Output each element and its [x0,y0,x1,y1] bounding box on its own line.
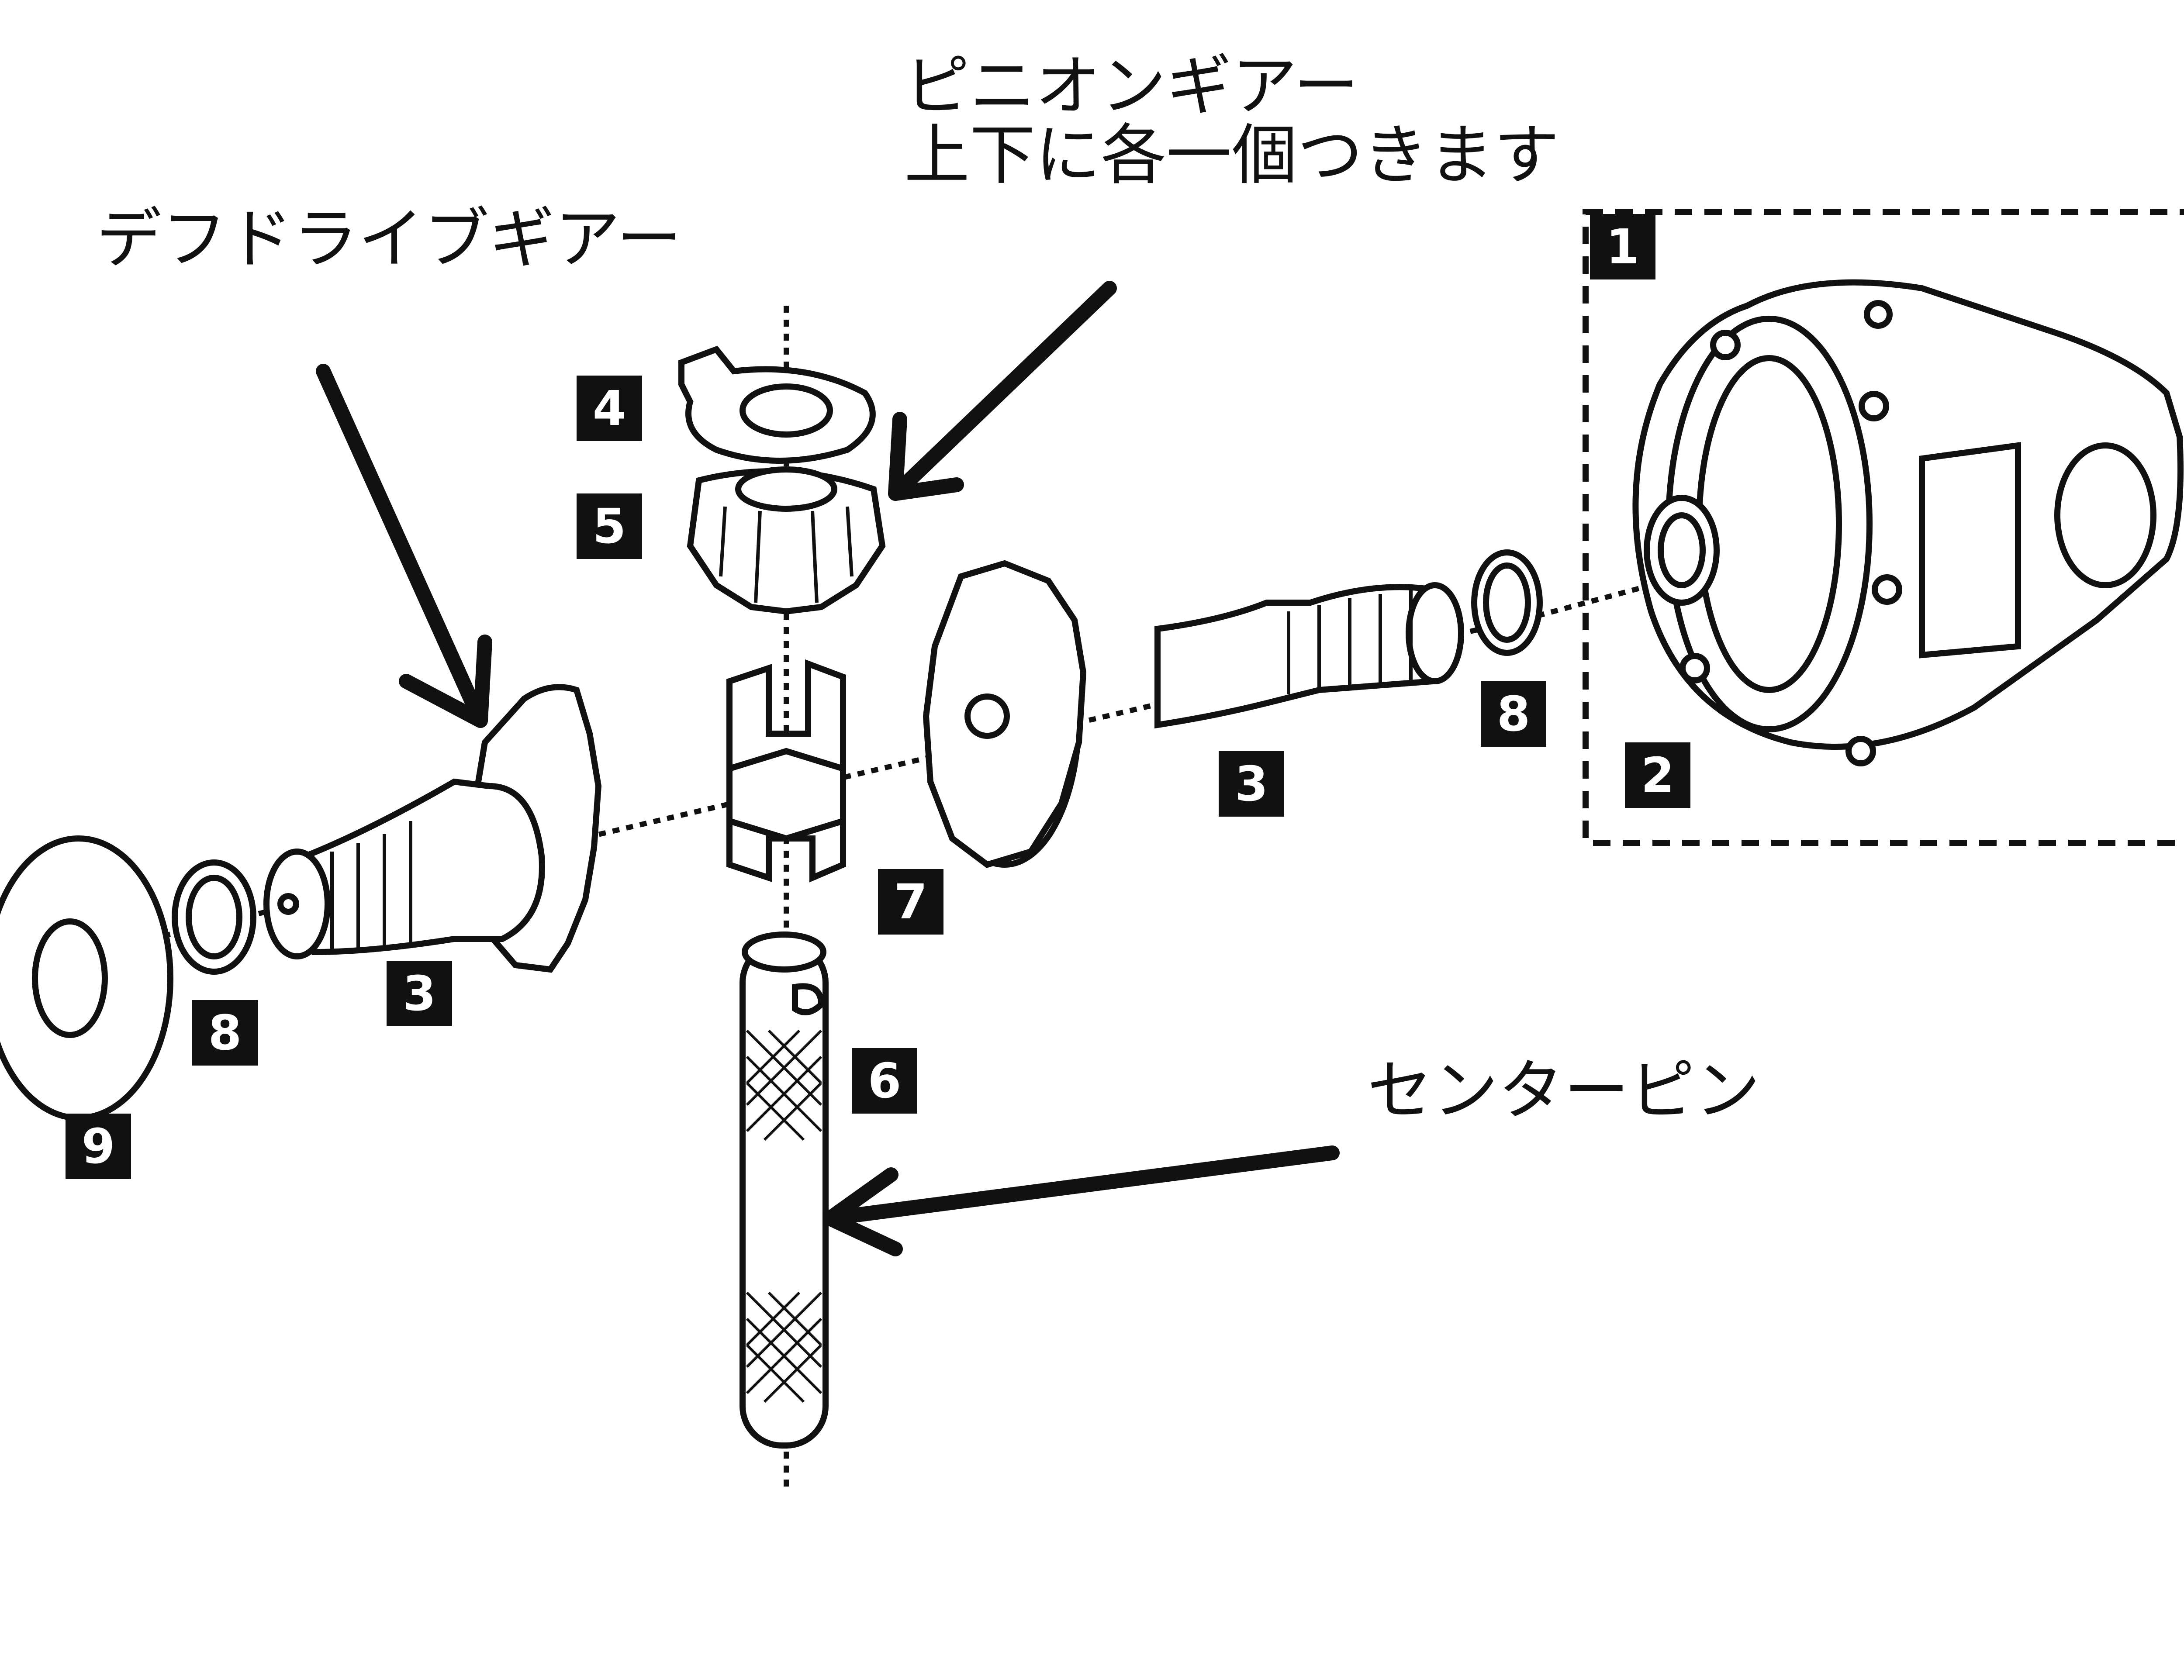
part-number-8-right: 8 [1481,681,1546,747]
part-number-3-left: 3 [387,961,452,1026]
part-number-8-left: 8 [192,1000,258,1066]
left-drive-gear [263,684,602,973]
arrow-diff-drive-gear [316,364,492,728]
pinion-gear-label: ピニオンギアー 上下に各一個つきます [904,52,1559,190]
knurl-pattern-lower [746,1291,822,1403]
upper-pinion-gear [687,466,886,615]
part-number-1: 1 [1590,214,1655,279]
part-number-4: 4 [577,376,642,441]
part-number-9: 9 [66,1114,131,1179]
housing-dashed-frame [1583,209,2184,846]
left-shim [172,859,256,975]
knurl-pattern-upper [746,1029,822,1141]
center-pin-label: センターピン [1367,1053,1761,1129]
arrow-pinion-gear [888,281,1117,501]
differential-housing [1632,279,2184,766]
part-number-3-right: 3 [1219,751,1284,817]
diff-drive-gear-label: デフドライブギアー [96,201,682,277]
right-drive-gear [923,560,1464,868]
part-number-6: 6 [852,1048,917,1114]
outer-washer [0,835,173,1121]
center-pin [740,931,829,1449]
pinion-gear-label-line2: 上下に各一個つきます [904,117,1560,193]
part-number-5: 5 [577,493,642,559]
upper-thrust-washer [678,345,876,464]
arrow-center-pin [822,1145,1340,1256]
part-number-7: 7 [878,869,943,935]
pinion-gear-label-line1: ピニオンギアー [904,48,1359,124]
part-number-2: 2 [1625,742,1690,808]
right-shim [1471,549,1543,656]
center-block [726,659,846,883]
